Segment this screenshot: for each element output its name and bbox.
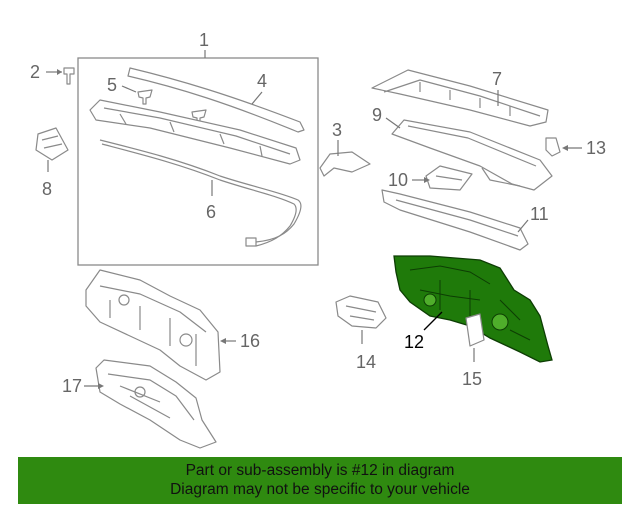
part-14-bracket[interactable] — [335, 295, 387, 329]
callout-6[interactable]: 6 — [206, 202, 216, 222]
part-5-pushpin[interactable] — [137, 89, 207, 125]
callout-8[interactable]: 8 — [42, 179, 52, 199]
part-12-dash-panel[interactable] — [393, 255, 553, 363]
callout-7[interactable]: 7 — [492, 69, 502, 89]
part-17-outer-insulator[interactable] — [95, 359, 217, 449]
banner-line-1: Part or sub-assembly is #12 in diagram — [185, 462, 455, 479]
banner-line-2: Diagram may not be specific to your vehi… — [170, 481, 470, 498]
part-16-insulator[interactable] — [85, 269, 221, 381]
callout-17[interactable]: 17 — [62, 376, 82, 396]
part-8-bracket[interactable] — [35, 127, 69, 161]
part-11-reinforcement[interactable] — [381, 189, 529, 251]
part-4-seal[interactable] — [127, 67, 305, 133]
part-13-clip[interactable] — [545, 137, 561, 157]
callout-9[interactable]: 9 — [372, 105, 382, 125]
part-1-cowl-panel[interactable] — [89, 99, 301, 165]
part-15-bracket[interactable] — [465, 313, 485, 347]
callout-11[interactable]: 11 — [530, 204, 549, 224]
callout-14[interactable]: 14 — [356, 352, 376, 372]
callout-5[interactable]: 5 — [107, 75, 117, 95]
callout-4[interactable]: 4 — [257, 71, 267, 91]
part-9-cowl-panel[interactable] — [391, 119, 553, 191]
callout-16[interactable]: 16 — [240, 331, 260, 351]
callout-12[interactable]: 12 — [404, 332, 424, 352]
callout-10[interactable]: 10 — [388, 170, 408, 190]
callout-1[interactable]: 1 — [199, 30, 209, 50]
part-10-filter[interactable] — [425, 165, 473, 191]
part-6-hose[interactable] — [99, 139, 302, 247]
callout-13[interactable]: 13 — [586, 138, 606, 158]
part-7-cowl-vent[interactable] — [371, 69, 549, 127]
assembly-1-frame — [77, 57, 319, 266]
callout-3[interactable]: 3 — [332, 120, 342, 140]
info-banner: Part or sub-assembly is #12 in diagram D… — [18, 457, 622, 504]
callout-2[interactable]: 2 — [30, 62, 40, 82]
part-3-bracket[interactable] — [319, 151, 371, 177]
callout-15[interactable]: 15 — [462, 369, 482, 389]
part-2-clip[interactable] — [63, 67, 75, 85]
